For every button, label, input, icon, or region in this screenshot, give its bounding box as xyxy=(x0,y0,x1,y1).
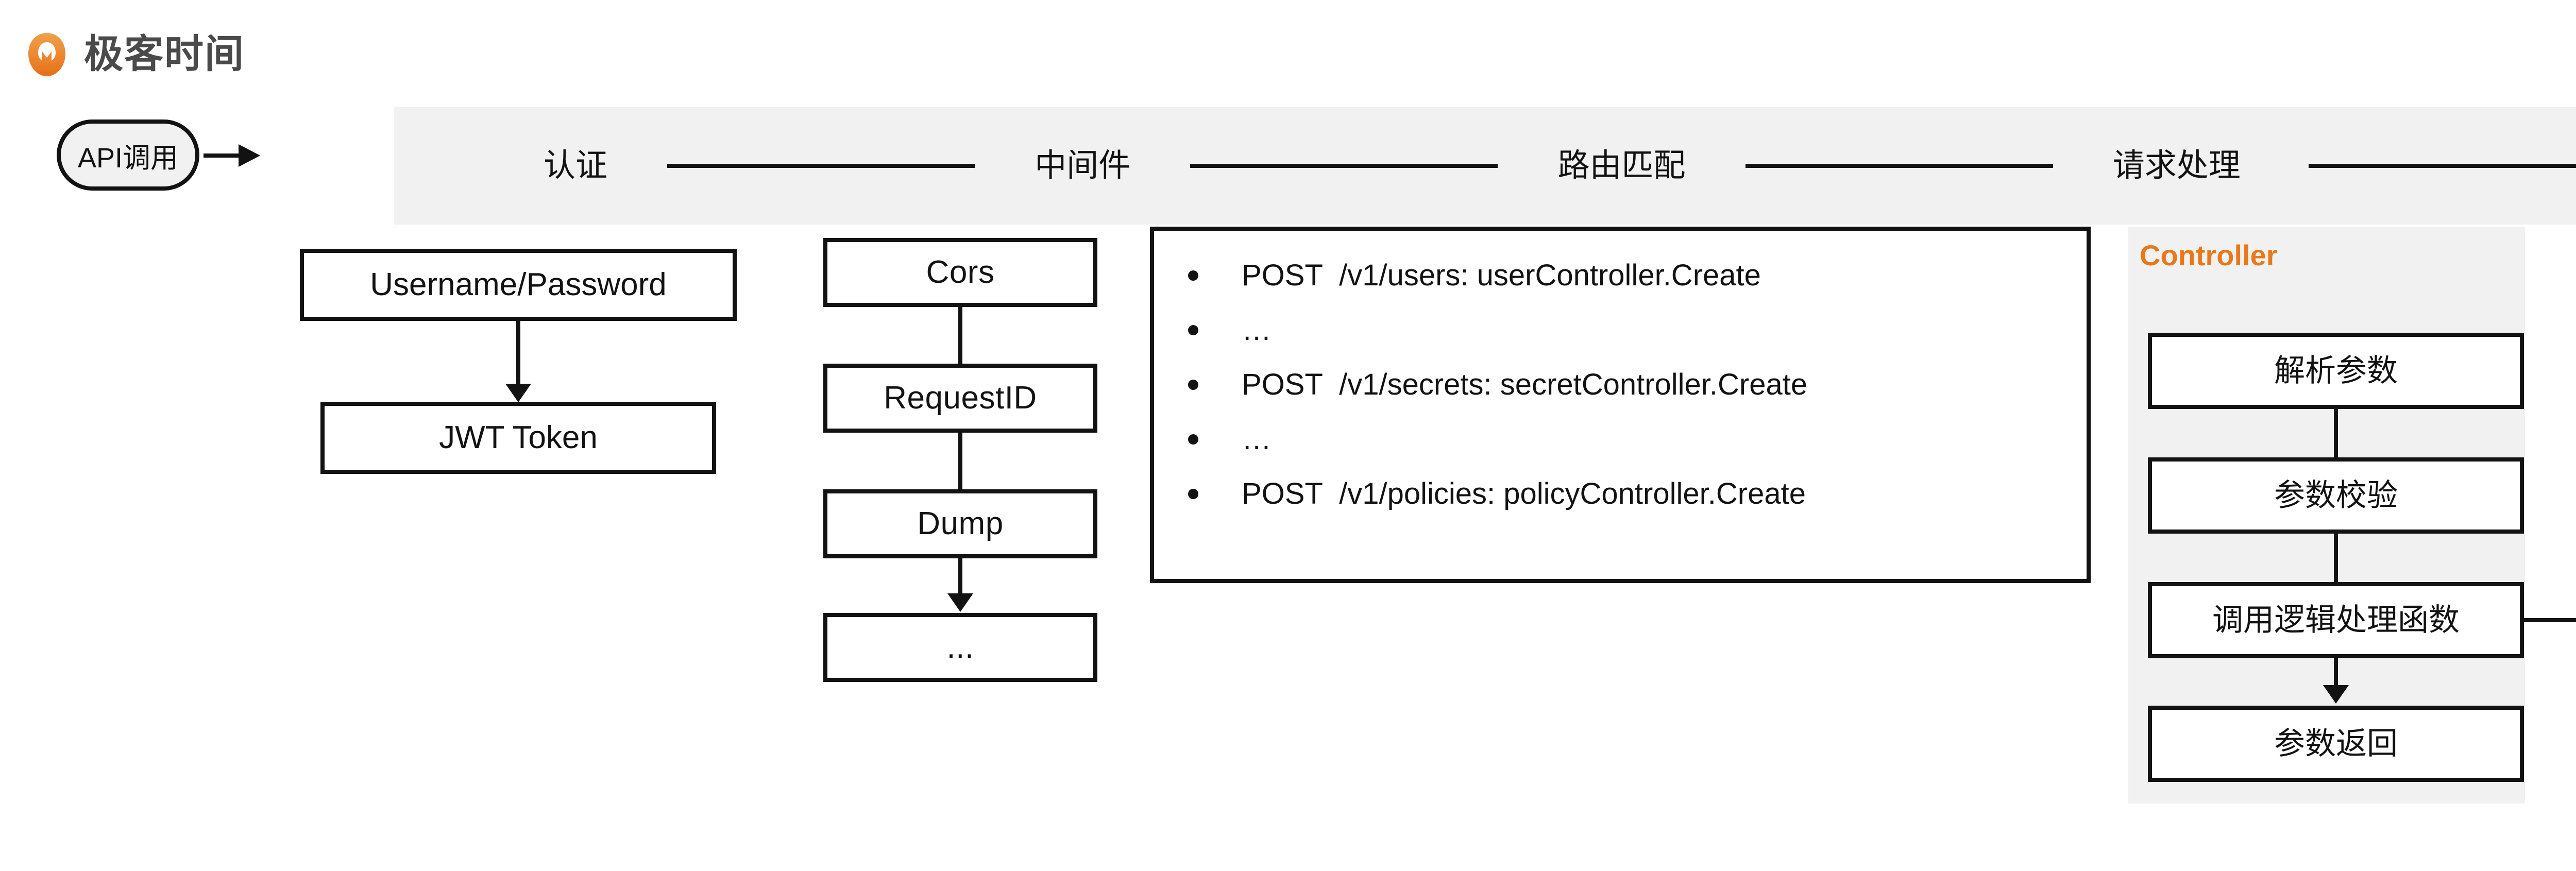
bullet-dot-icon xyxy=(1188,434,1198,445)
route-text: … xyxy=(1242,313,1272,347)
stage-connector-2 xyxy=(1130,150,1557,182)
middleware-connector-1 xyxy=(958,307,962,365)
stage-connector-arrow-icon xyxy=(2241,150,2576,182)
route-text: … xyxy=(1242,422,1272,456)
list-item: … xyxy=(1188,303,2087,357)
stage-header-bar: 认证 中间件 路由匹配 请求处理 业务处理 xyxy=(394,107,2576,225)
route-match-panel: POST /v1/users: userController.Create … … xyxy=(1150,227,2091,583)
controller-connector-2 xyxy=(2334,534,2338,582)
route-list: POST /v1/users: userController.Create … … xyxy=(1154,248,2087,521)
stage-label-auth: 认证 xyxy=(544,148,608,183)
node-dump: Dump xyxy=(823,489,1097,558)
route-text: POST /v1/policies: policyController.Crea… xyxy=(1242,477,1806,510)
stage-label-request-handling: 请求处理 xyxy=(2112,148,2241,183)
bullet-dot-icon xyxy=(1188,489,1198,499)
node-username-password: Username/Password xyxy=(300,249,737,321)
arrow-down-icon xyxy=(947,593,973,612)
middleware-connector-2 xyxy=(958,433,962,490)
bullet-dot-icon xyxy=(1188,380,1198,390)
bullet-dot-icon xyxy=(1188,270,1198,281)
node-validate-params: 参数校验 xyxy=(2148,457,2524,534)
brand-name: 极客时间 xyxy=(84,32,245,76)
list-item: … xyxy=(1188,412,2087,467)
arrow-right-icon xyxy=(204,144,260,167)
node-request-id: RequestID xyxy=(823,364,1097,433)
list-item: POST /v1/policies: policyController.Crea… xyxy=(1188,467,2087,521)
route-text: POST /v1/secrets: secretController.Creat… xyxy=(1242,368,1808,401)
arrow-down-icon xyxy=(505,384,531,402)
api-call-node: API调用 xyxy=(57,119,199,191)
arrow-down-icon xyxy=(2323,685,2349,704)
controller-connector-1 xyxy=(2334,409,2338,457)
controller-title: Controller xyxy=(2140,239,2278,271)
node-middleware-more: ... xyxy=(823,613,1097,682)
route-text: POST /v1/users: userController.Create xyxy=(1242,259,1761,292)
list-item: POST /v1/secrets: secretController.Creat… xyxy=(1188,357,2087,412)
node-jwt-token: JWT Token xyxy=(320,402,716,474)
controller-connector-3 xyxy=(2334,658,2338,690)
stage-label-route-match: 路由匹配 xyxy=(1557,148,1686,183)
node-cors: Cors xyxy=(823,238,1097,307)
list-item: POST /v1/users: userController.Create xyxy=(1188,248,2087,303)
node-return-params: 参数返回 xyxy=(2148,706,2524,782)
middleware-connector-3 xyxy=(958,558,962,600)
controller-to-service-line xyxy=(2524,618,2576,622)
stage-connector-1 xyxy=(607,150,1035,182)
geek-time-logo-icon xyxy=(23,31,71,78)
auth-connector-line xyxy=(516,321,520,390)
node-parse-params: 解析参数 xyxy=(2148,333,2524,409)
bullet-dot-icon xyxy=(1188,325,1198,335)
brand-logo: 极客时间 xyxy=(23,31,245,78)
stage-connector-3 xyxy=(1686,150,2113,182)
node-call-logic-handler: 调用逻辑处理函数 xyxy=(2148,582,2524,658)
stage-label-middleware: 中间件 xyxy=(1035,148,1131,183)
